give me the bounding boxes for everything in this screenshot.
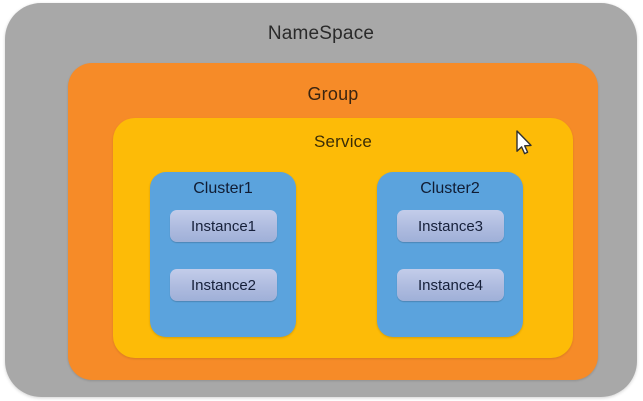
namespace-container[interactable]: NameSpace Group Service Cluster1 Instanc… — [5, 3, 637, 397]
cluster-label-1: Cluster1 — [193, 180, 253, 197]
instance-box-1[interactable]: Instance1 — [170, 210, 277, 242]
cluster-label-2: Cluster2 — [420, 180, 480, 197]
instance-box-2[interactable]: Instance2 — [170, 269, 277, 301]
instance-box-4[interactable]: Instance4 — [397, 269, 504, 301]
instance-label-4: Instance4 — [417, 276, 484, 294]
instance-box-3[interactable]: Instance3 — [397, 210, 504, 242]
instance-label-1: Instance1 — [190, 217, 257, 235]
instance-label-2: Instance2 — [190, 276, 257, 294]
instance-label-3: Instance3 — [417, 217, 484, 235]
cluster-container-2[interactable]: Cluster2 Instance3 Instance4 — [377, 172, 523, 337]
group-container[interactable]: Group Service Cluster1 Instance1 Instanc… — [68, 63, 598, 380]
namespace-label: NameSpace — [267, 23, 375, 44]
service-container[interactable]: Service Cluster1 Instance1 Instance2 Clu… — [113, 118, 573, 358]
service-label: Service — [313, 132, 373, 151]
cluster-container-1[interactable]: Cluster1 Instance1 Instance2 — [150, 172, 296, 337]
group-label: Group — [307, 84, 359, 104]
